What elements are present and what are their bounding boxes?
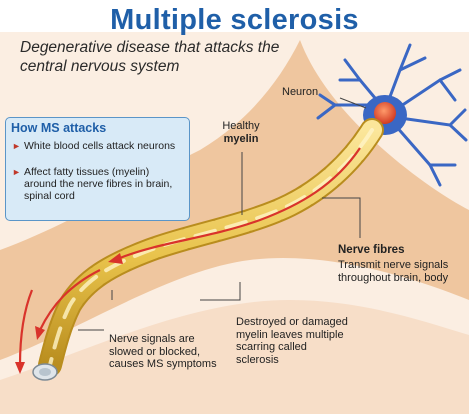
healthy-label: Healthy (222, 120, 260, 132)
page-title: Multiple sclerosis (110, 4, 359, 36)
nerve-fibres-text: Transmit nerve signals throughout brain,… (338, 259, 449, 284)
subtitle: Degenerative disease that attacks the ce… (20, 39, 280, 75)
leader-lines (78, 97, 367, 331)
neuron-label: Neuron (282, 86, 319, 98)
signal-arrowhead (15, 362, 25, 374)
nerve-signals-label: Nerve signals are slowed or blocked, cau… (109, 333, 217, 370)
box-item-text: Affect fatty tissues (myelin) around the… (24, 166, 173, 202)
tissue-band-lower (0, 300, 469, 414)
signal-arrowhead (108, 253, 123, 264)
tissue-band (0, 40, 469, 360)
nerve-fibre-core (39, 368, 51, 376)
nerve-fibres-heading: Nerve fibres (338, 244, 405, 256)
neuron-nucleus (374, 102, 396, 124)
box-item: ► Affect fatty tissues (myelin) around t… (12, 166, 184, 202)
how-ms-attacks-box: How MS attacks ► White blood cells attac… (5, 117, 190, 221)
bullet-icon: ► (12, 141, 21, 151)
box-item: ► White blood cells attack neurons (12, 140, 184, 152)
myelin-label: myelin (223, 133, 259, 145)
box-item-text: White blood cells attack neurons (24, 140, 176, 152)
signal-arrowhead (35, 326, 45, 340)
signal-arrows (18, 147, 361, 366)
box-heading: How MS attacks (11, 121, 107, 135)
damaged-myelin-label: Destroyed or damaged myelin leaves multi… (236, 316, 348, 366)
bullet-icon: ► (12, 167, 21, 177)
